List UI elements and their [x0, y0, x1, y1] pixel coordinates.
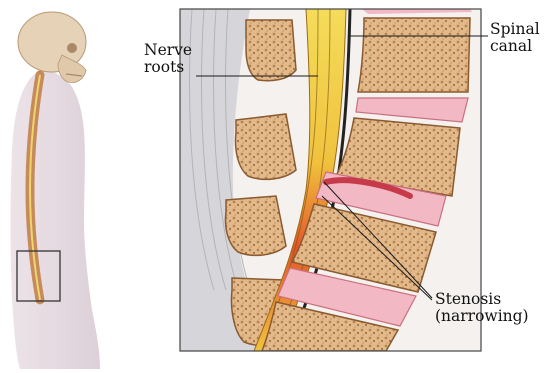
human-figure: [11, 12, 101, 369]
skull-icon: [18, 12, 86, 83]
label-nerve-roots: Nerve roots: [144, 42, 192, 76]
body-silhouette: [11, 70, 101, 369]
label-spinal-canal: Spinal canal: [490, 21, 540, 55]
label-stenosis: Stenosis (narrowing): [435, 291, 529, 325]
